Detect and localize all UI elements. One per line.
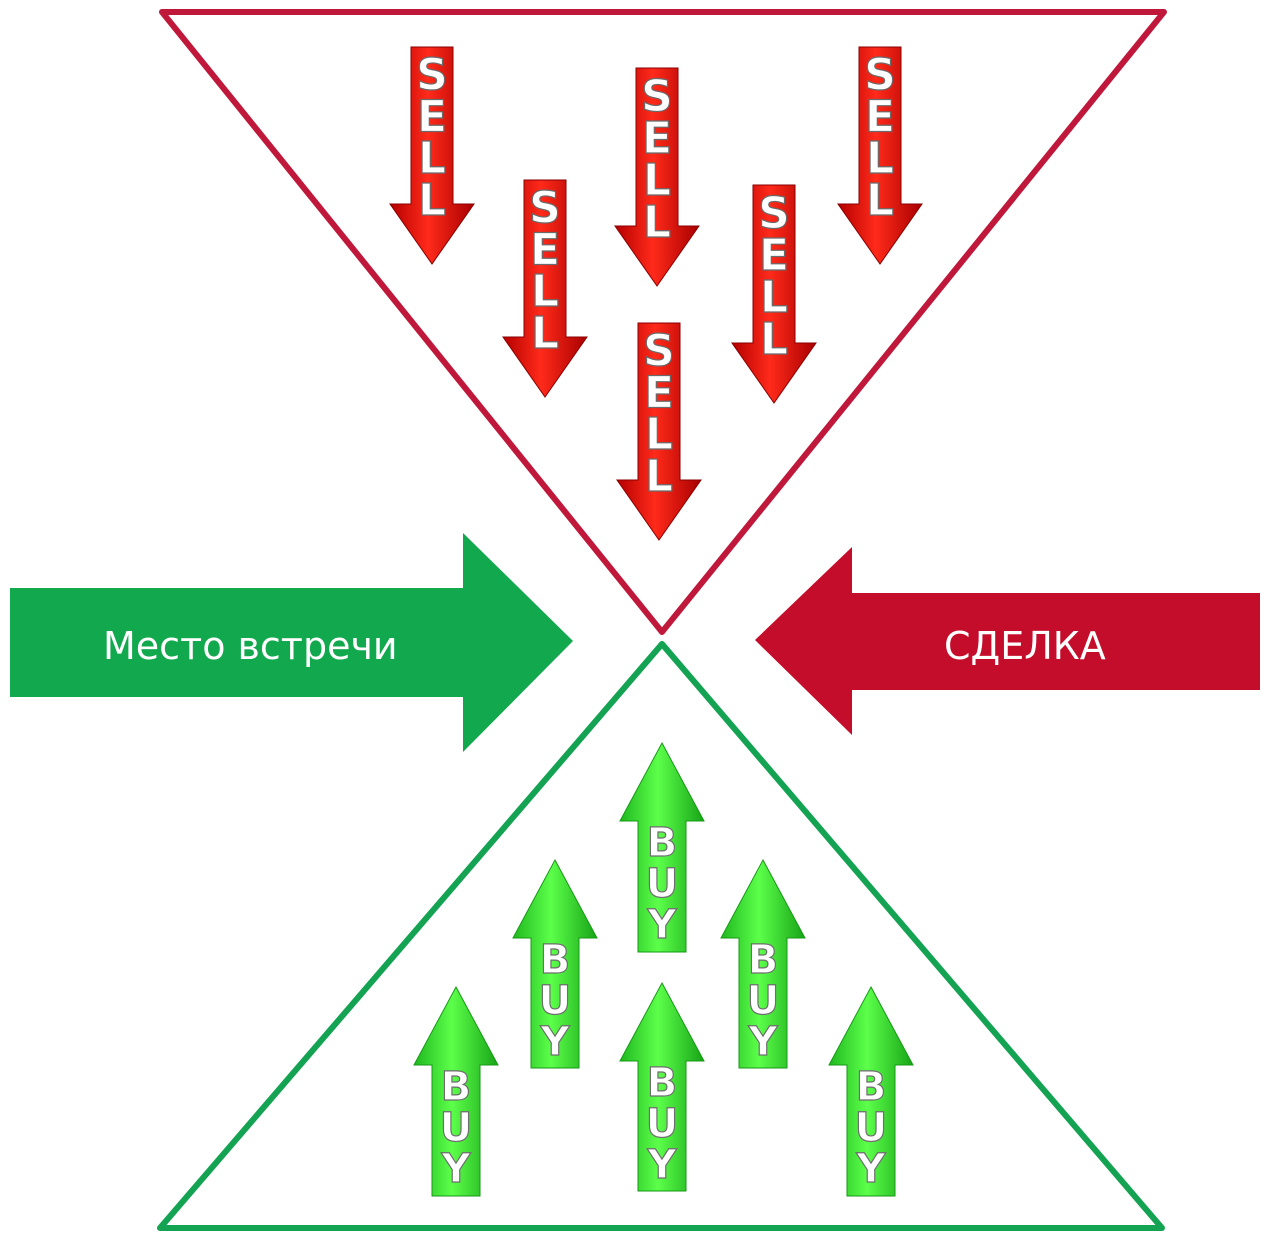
sell-arrow-shape (614, 67, 700, 287)
buy-arrow: BUY (413, 985, 499, 1197)
meeting-place-label: Место встречи (103, 624, 398, 668)
meeting-place-arrow (10, 533, 573, 752)
sell-arrow-letter: S (529, 183, 561, 234)
buy-arrow-shape (512, 858, 598, 1069)
sell-arrow-letter: S (641, 71, 673, 122)
sell-arrow-letter: S (416, 50, 448, 101)
buy-arrow-letter: U (646, 1101, 678, 1147)
buy-arrow: BUY (619, 741, 705, 953)
sell-arrow-shape (731, 184, 817, 404)
sell-arrow-shape (389, 46, 475, 265)
buy-arrow-shape (619, 741, 705, 953)
sell-arrow-letter: L (418, 175, 446, 226)
buy-arrow-letter: Y (647, 902, 678, 948)
buy-arrow: BUY (828, 985, 914, 1197)
sell-arrow-letter: S (864, 50, 896, 101)
sell-arrow-letter: S (758, 188, 790, 239)
sell-arrow-letter: E (642, 113, 672, 164)
buy-triangle (157, 641, 1165, 1231)
buy-arrow-letter: U (747, 978, 779, 1024)
sell-arrow-letter: L (645, 409, 673, 460)
buy-arrow-shape (720, 858, 806, 1069)
sell-arrow-letter: L (531, 266, 559, 317)
deal-arrow (755, 547, 1260, 735)
buy-arrow-letter: Y (748, 1019, 779, 1065)
sell-arrow-letter: E (417, 91, 447, 142)
sell-triangle (159, 9, 1167, 635)
sell-arrow-letter: L (645, 451, 673, 502)
sell-arrow-letter: L (643, 197, 671, 248)
buy-arrow: BUY (619, 981, 705, 1192)
sell-arrow-shape (837, 46, 923, 265)
buy-arrow-letter: B (647, 820, 678, 866)
buy-arrow-letter: B (748, 937, 779, 983)
buy-arrow-letter: Y (647, 1142, 678, 1188)
buy-arrow-letter: U (440, 1105, 472, 1151)
sell-arrow-letter: E (644, 367, 674, 418)
buy-arrow-shape (828, 985, 914, 1197)
sell-arrow-letter: L (643, 155, 671, 206)
buy-arrow-shape (413, 985, 499, 1197)
sell-arrow-shape (616, 322, 702, 541)
buy-arrow: BUY (512, 858, 598, 1069)
buy-arrow-letter: U (855, 1105, 887, 1151)
buy-arrow: BUY (720, 858, 806, 1069)
sell-arrow-letter: L (760, 314, 788, 365)
buy-arrow-letter: Y (441, 1146, 472, 1192)
sell-arrow-letter: L (531, 308, 559, 359)
sell-arrow-letter: L (418, 133, 446, 184)
buy-arrow-letter: U (646, 861, 678, 907)
sell-arrow-letter: L (760, 272, 788, 323)
buy-arrow-letter: B (856, 1064, 887, 1110)
sell-arrow-letter: E (865, 91, 895, 142)
buy-arrow-letter: B (441, 1064, 472, 1110)
sell-arrow-letter: L (866, 175, 894, 226)
buy-arrow-letter: U (539, 978, 571, 1024)
buy-arrow-letter: B (540, 937, 571, 983)
buy-arrow-shape (619, 981, 705, 1192)
sell-arrow-letter: E (530, 224, 560, 275)
sell-arrow-shape (502, 179, 588, 398)
buy-arrow-letter: Y (856, 1146, 887, 1192)
buy-arrow-letter: B (647, 1060, 678, 1106)
sell-arrow-letter: S (643, 326, 675, 377)
sell-arrow-letter: E (759, 230, 789, 281)
sell-arrow-letter: L (866, 133, 894, 184)
deal-label: СДЕЛКА (944, 624, 1106, 668)
buy-arrow-letter: Y (540, 1019, 571, 1065)
